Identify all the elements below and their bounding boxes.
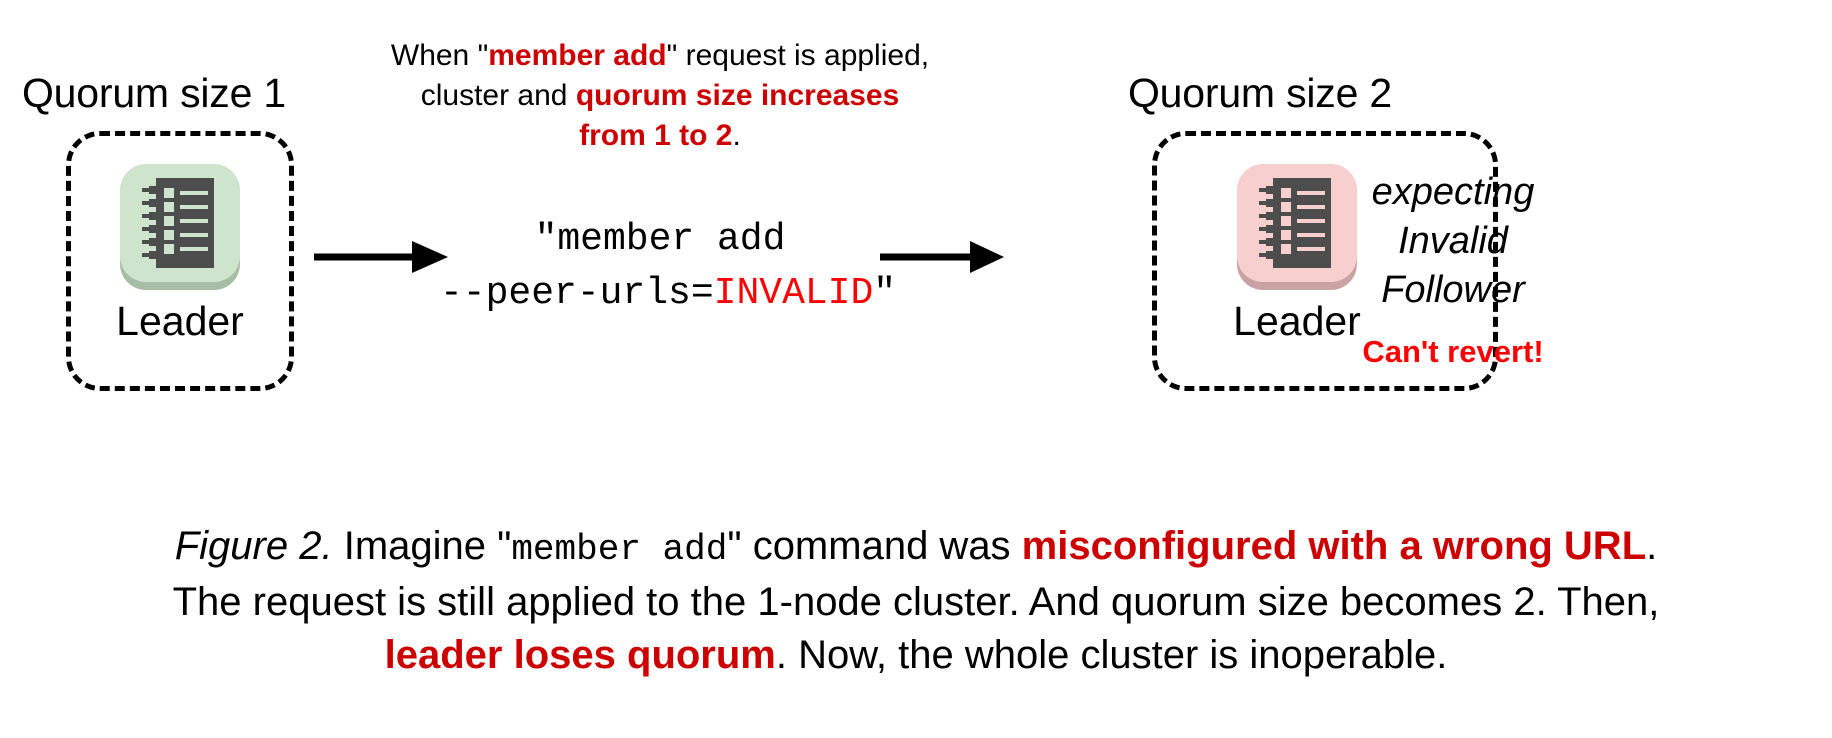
top-note-l3c: .: [732, 119, 741, 152]
figure-caption: Figure 2. Imagine "member add" command w…: [0, 520, 1832, 682]
top-note-l2b: quorum size increases: [575, 79, 900, 112]
top-note-l1a: When ": [390, 39, 489, 72]
server-icon-glyph: [142, 178, 214, 268]
caption-l1-command: member add: [511, 529, 728, 570]
top-annotation-line-3: from 1 to 2.: [360, 116, 960, 156]
server-icon: [1233, 160, 1361, 290]
top-annotation-line-1: When "member add" request is applied,: [360, 36, 960, 76]
top-note-l1b: member add: [488, 39, 667, 72]
caption-l1t3: .: [1646, 524, 1658, 568]
right-node-label: Leader: [1233, 298, 1361, 344]
caption-l1t2: " command was: [727, 524, 1022, 568]
caption-line-2: The request is still applied to the 1-no…: [172, 580, 1660, 624]
top-note-l3b: from 1 to 2: [579, 119, 733, 152]
status-line-3: Follower: [1381, 269, 1525, 311]
left-node-label: Leader: [116, 298, 244, 344]
command-line-1: "member add: [534, 218, 786, 261]
caption-line-1: Figure 2. Imagine "member add" command w…: [0, 520, 1832, 576]
caption-l3-highlight: leader loses quorum: [384, 633, 776, 677]
arrow-right-icon: [880, 241, 1004, 273]
follower-status-text: expecting Invalid Follower: [1328, 168, 1578, 315]
figure-label: Figure 2.: [174, 524, 333, 568]
top-annotation-line-2: cluster and quorum size increases: [360, 76, 960, 116]
server-icon-glyph: [1259, 178, 1331, 268]
right-leader-node: Leader: [1233, 160, 1361, 345]
top-annotation: When "member add" request is applied, cl…: [360, 36, 960, 156]
command-closing-quote: ": [873, 272, 897, 315]
caption-l3t2: . Now, the whole cluster is inoperable.: [775, 633, 1448, 677]
caption-l1-highlight: misconfigured with a wrong URL: [1021, 524, 1647, 568]
status-line-1: expecting: [1371, 171, 1535, 213]
right-cluster-title: Quorum size 2: [1127, 70, 1392, 116]
status-line-2: Invalid: [1398, 220, 1508, 262]
top-note-l2a: cluster and: [420, 79, 576, 112]
top-note-l1c: " request is applied,: [666, 39, 930, 72]
left-cluster-title: Quorum size 1: [21, 70, 286, 116]
left-cluster-box: [66, 131, 294, 391]
arrow-right-icon: [314, 241, 448, 273]
cant-revert-warning: Can't revert!: [1362, 334, 1544, 369]
left-leader-node: Leader: [116, 160, 244, 345]
command-line-2: --peer-urls=INVALID": [440, 267, 896, 321]
caption-l1t1: Imagine ": [332, 524, 512, 568]
command-invalid-value: INVALID: [713, 272, 874, 315]
server-icon: [116, 160, 244, 290]
command-text: "member add --peer-urls=INVALID": [440, 213, 896, 321]
command-flag: --peer-urls=: [440, 272, 714, 315]
right-cluster-box: [1152, 131, 1498, 391]
caption-line-3: leader loses quorum. Now, the whole clus…: [0, 629, 1832, 682]
